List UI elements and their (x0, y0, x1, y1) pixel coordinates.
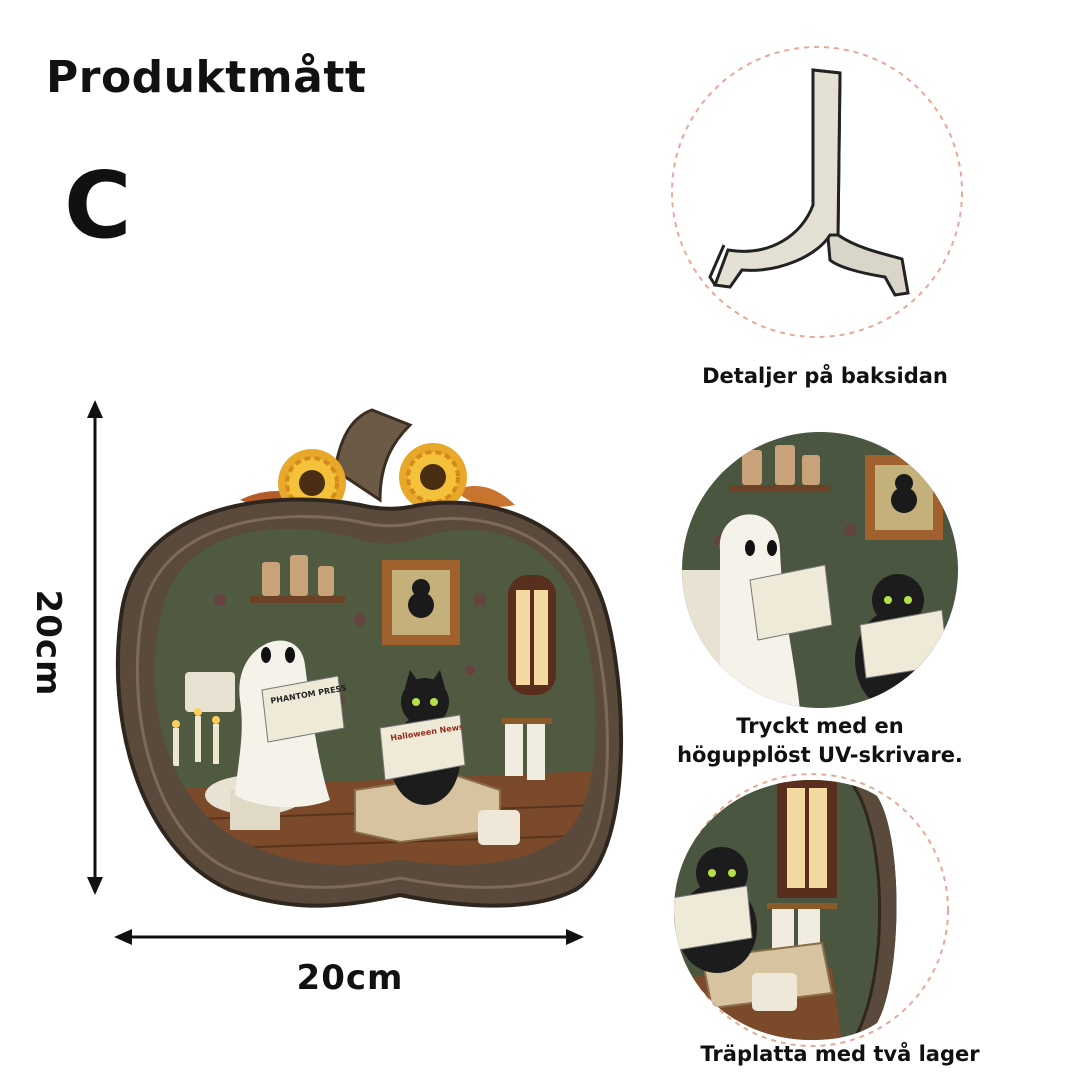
page-title: Produktmått (46, 52, 367, 103)
print-detail-image (682, 432, 958, 708)
stand-detail-image (671, 46, 963, 338)
width-arrow (114, 929, 584, 945)
variant-letter: C (64, 152, 132, 259)
wooden-stand-icon (708, 68, 910, 297)
height-arrow (87, 400, 103, 895)
width-label: 20cm (296, 958, 404, 998)
layer-detail-image (674, 773, 949, 1047)
sunflower-right (399, 443, 467, 511)
layer-detail-caption: Träplatta med två lager (700, 1042, 980, 1066)
print-detail-caption: Tryckt med en högupplöst UV-skrivare. (677, 714, 963, 767)
stand-detail-caption: Detaljer på baksidan (702, 364, 948, 388)
